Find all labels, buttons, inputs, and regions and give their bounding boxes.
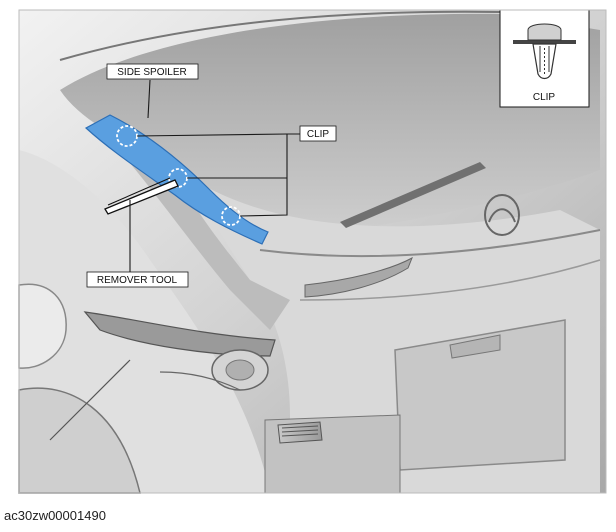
hatch-lower-crease <box>299 259 601 301</box>
label-clip: CLIP <box>299 125 337 142</box>
body-line <box>49 359 131 441</box>
roof-edge-line <box>59 10 501 61</box>
rear-wiper <box>340 162 486 228</box>
hatch-side-lamp <box>304 256 413 298</box>
vehicle-illustration: SIDE SPOILER CLIP REMOVER TOOL CLIP <box>18 9 607 494</box>
label-side-spoiler: SIDE SPOILER <box>106 63 199 80</box>
fuel-door <box>18 283 67 369</box>
inset-clip-text: CLIP <box>533 92 556 103</box>
clip-icon <box>513 23 576 80</box>
label-side-spoiler-text: SIDE SPOILER <box>117 67 186 78</box>
tail-lamp <box>83 311 276 391</box>
hatch-handle <box>449 334 501 359</box>
leader-lines <box>129 79 300 272</box>
rear-bumper-step <box>264 414 401 494</box>
label-remover-tool-text: REMOVER TOOL <box>97 275 178 286</box>
remover-tool <box>104 177 179 215</box>
figure-id-caption: ac30zw00001490 <box>4 508 106 523</box>
d-pillar-trim <box>100 130 290 330</box>
illustration-border <box>18 9 607 494</box>
hatch-upper-crease <box>259 229 601 258</box>
label-clip-text: CLIP <box>307 129 330 140</box>
emblem <box>484 194 520 236</box>
clip-inset: CLIP <box>499 9 590 108</box>
label-remover-tool: REMOVER TOOL <box>86 271 189 288</box>
